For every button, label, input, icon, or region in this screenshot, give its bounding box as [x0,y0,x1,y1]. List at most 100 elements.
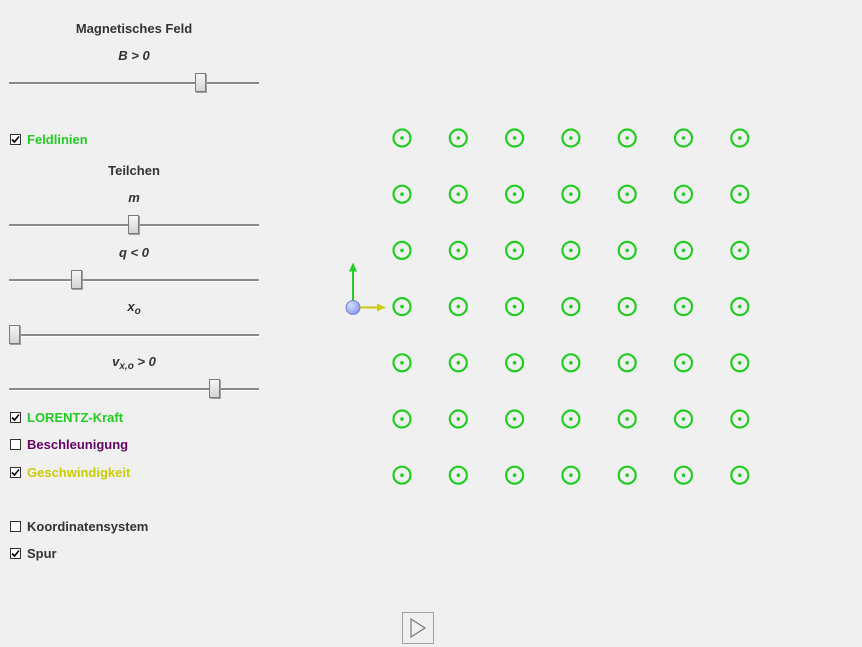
field-line-ring [673,128,694,148]
field-line-ring [448,297,468,317]
field-line-ring [392,465,412,485]
lorentz-force-checkbox-row[interactable]: LORENTZ-Kraft [10,409,123,425]
trace-label: Spur [27,545,57,561]
lorentz-force-label: LORENTZ-Kraft [27,409,124,425]
slider-thumb[interactable] [128,215,139,234]
field-line-ring [673,409,694,429]
field-line-ring [617,297,637,317]
field-line-ring [505,409,525,429]
field-line-ring [617,465,637,485]
field-line-dot [512,192,517,196]
coordinate-system-checkbox[interactable] [10,520,21,532]
field-line-ring [448,353,468,373]
trace-checkbox[interactable] [10,547,21,559]
field-line-ring [448,184,468,204]
magnetic-field-label: B > 0 [118,48,150,63]
field-lines-checkbox-row[interactable]: Feldlinien [10,131,88,147]
velocity-arrowhead [377,303,386,312]
field-line-ring [561,353,581,373]
field-line-dot [738,136,742,140]
field-line-dot [569,304,573,309]
field-line-ring [617,128,637,148]
field-line-dot [569,248,573,253]
field-line-ring [730,465,750,485]
field-line-ring [561,465,581,485]
vx0-slider[interactable] [9,379,259,399]
acceleration-checkbox-row[interactable]: Beschleunigung [10,436,128,452]
charge-slider[interactable] [9,270,259,290]
field-line-dot [738,417,742,421]
field-line-ring [561,297,581,317]
field-line-ring [448,409,468,429]
field-line-dot [681,136,686,140]
field-line-dot [625,417,629,421]
field-line-dot [569,361,573,365]
coordinate-system-checkbox-row[interactable]: Koordinatensystem [10,518,148,534]
play-button[interactable] [402,612,434,644]
mass-slider[interactable] [9,215,259,235]
field-line-dot [400,248,404,253]
slider-track [9,388,259,391]
field-line-ring [730,297,750,317]
field-line-dot [681,248,686,253]
field-line-dot [512,361,517,365]
coordinate-system-label: Koordinatensystem [27,518,149,534]
field-lines-label: Feldlinien [27,131,88,147]
field-lines-checkbox[interactable] [10,133,21,145]
field-line-dot [512,473,517,478]
magnetic-field-title: Magnetisches Feld [75,21,193,36]
field-line-ring [505,465,525,485]
lorentz-force-arrowhead [349,262,357,272]
simulation-canvas [345,128,750,485]
field-line-dot [738,304,742,309]
field-line-ring [392,353,412,373]
field-line-dot [456,248,461,253]
field-line-dot [400,473,404,478]
field-line-dot [625,361,629,365]
x0-slider[interactable] [9,325,259,345]
field-line-dot [625,136,629,140]
particle-title: Teilchen [108,163,160,178]
field-line-ring [673,465,694,485]
field-line-dot [625,192,629,196]
magnetic-field-slider[interactable] [9,73,259,93]
field-line-dot [400,361,404,365]
field-line-ring [673,353,694,373]
field-line-dot [512,248,517,253]
velocity-checkbox-row[interactable]: Geschwindigkeit [10,464,130,480]
field-line-ring [392,297,412,317]
field-line-ring [617,184,637,204]
velocity-label: Geschwindigkeit [27,464,131,480]
field-line-ring [505,353,525,373]
vx0-label: vx,o > 0 [9,354,259,372]
velocity-checkbox[interactable] [10,466,21,478]
field-line-ring [617,240,637,260]
slider-thumb[interactable] [9,325,20,344]
vx0-label-main: v [112,354,120,369]
slider-thumb[interactable] [209,379,220,398]
x0-label: xo [9,299,259,317]
field-line-dot [400,417,404,421]
field-line-dot [456,136,461,140]
field-line-dot [400,304,404,309]
vx0-label-sub: x,o [119,361,134,372]
field-line-dot [738,361,742,365]
slider-thumb[interactable] [71,270,82,289]
field-line-ring [730,184,750,204]
x0-label-main: x [127,299,135,314]
field-line-dot [738,192,742,196]
particle [345,300,361,315]
field-line-ring [561,240,581,260]
lorentz-force-checkbox[interactable] [10,411,21,423]
field-line-ring [392,240,412,260]
field-line-ring [730,353,750,373]
slider-thumb[interactable] [195,73,206,92]
acceleration-label: Beschleunigung [27,436,129,452]
field-line-dot [569,136,573,140]
slider-track [9,82,259,85]
field-line-ring [673,240,694,260]
trace-checkbox-row[interactable]: Spur [10,545,57,561]
field-line-ring [505,240,525,260]
acceleration-checkbox[interactable] [10,438,21,450]
mass-label: m [128,190,140,205]
